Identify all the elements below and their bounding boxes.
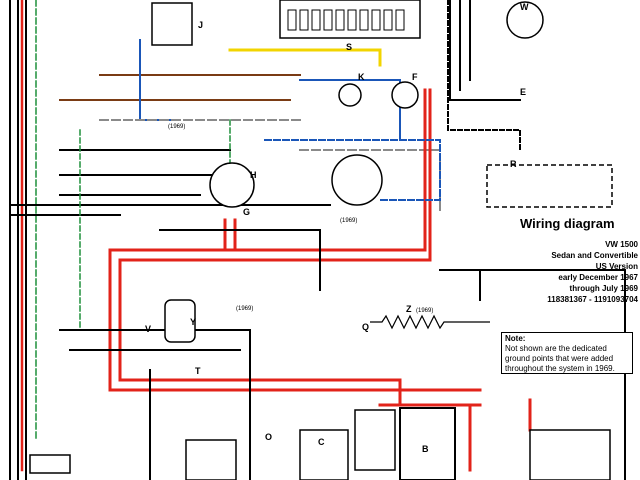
flasher-relay-symbol	[391, 81, 419, 109]
note-text: Not shown are the dedicated ground point…	[505, 344, 615, 373]
horn-y	[164, 299, 196, 343]
label-e: E	[520, 87, 526, 97]
label-b: B	[422, 444, 429, 454]
subtitle-line: 118381367 - 1191093704	[547, 295, 638, 304]
label-c: C	[318, 437, 325, 447]
wire-red-ignition	[223, 218, 237, 252]
wire-green-dashed	[79, 119, 231, 331]
label-r: R	[510, 159, 517, 169]
label-f: F	[412, 72, 418, 82]
switch-circle-center	[331, 154, 383, 206]
year-tag-4: (1969)	[416, 308, 433, 314]
subtitle-line: early December 1967	[558, 273, 638, 282]
terminal-block-t	[29, 454, 71, 474]
wire-black-harness-bottom	[59, 329, 251, 480]
subtitle-line: US Version	[595, 262, 638, 271]
wiper-motor-symbol	[506, 1, 544, 39]
wire-blue-dashed-loop	[264, 139, 441, 201]
regulator-c1	[354, 409, 396, 471]
wire-black-left-bundle	[9, 0, 27, 480]
label-k: K	[358, 72, 365, 82]
title-block: Wiring diagram VW 1500 Sedan and Convert…	[498, 216, 638, 305]
label-y: Y	[190, 317, 196, 327]
label-j: J	[198, 20, 203, 30]
label-q: Q	[362, 322, 369, 332]
label-g: G	[243, 207, 250, 217]
year-tag-2: (1969)	[340, 218, 357, 224]
note-heading: Note:	[505, 334, 526, 343]
relay-j	[151, 2, 193, 46]
diagram-title: Wiring diagram	[520, 216, 615, 231]
subtitle-line: Sedan and Convertible	[551, 251, 638, 260]
relay-r1-box	[486, 164, 613, 208]
wire-black-right-box	[449, 0, 521, 101]
label-o: O	[265, 432, 272, 442]
label-v: V	[145, 324, 151, 334]
ignition-coil-symbol	[338, 83, 362, 107]
subtitle-line: through July 1969	[569, 284, 638, 293]
ground-plate	[529, 429, 611, 480]
wire-black-harness-mid	[59, 149, 321, 291]
label-w: W	[520, 2, 529, 12]
generator-c	[299, 429, 349, 480]
switch-circle-left	[209, 162, 255, 208]
wire-black-right-bottom	[439, 269, 626, 480]
year-tag-1: (1969)	[168, 124, 185, 130]
wire-brown-top	[59, 74, 301, 101]
label-z: Z	[406, 304, 412, 314]
wire-red-battery	[378, 398, 532, 472]
wire-grey-dashed	[99, 119, 441, 211]
label-t: T	[195, 366, 201, 376]
label-s: S	[346, 42, 352, 52]
year-tag-3: (1969)	[236, 306, 253, 312]
subtitle-line: VW 1500	[605, 240, 638, 249]
fuse-box	[279, 0, 421, 39]
wire-red-main-vertical	[108, 88, 482, 392]
wire-yellow-top	[228, 48, 382, 67]
note-box: Note: Not shown are the dedicated ground…	[501, 332, 633, 374]
resistor-z1	[370, 314, 490, 330]
coil-box	[185, 439, 237, 480]
fuse-row	[287, 9, 405, 31]
battery-b	[399, 407, 456, 480]
wire-black-dashed-right	[447, 0, 521, 151]
label-h: H	[250, 170, 257, 180]
